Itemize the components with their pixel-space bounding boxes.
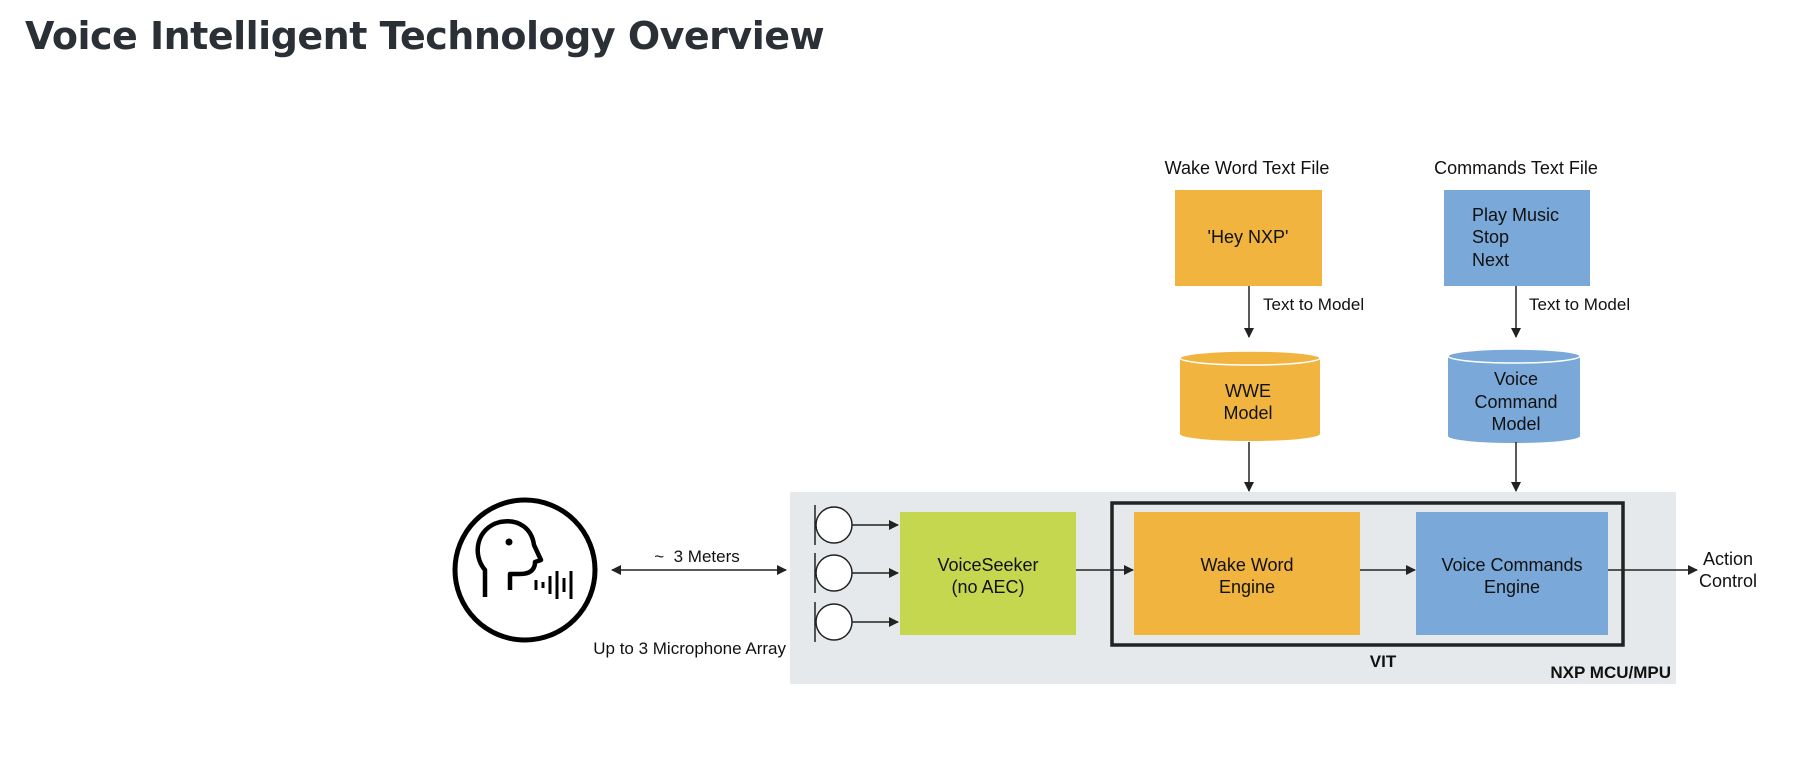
vit-label: VIT	[1370, 652, 1397, 671]
svg-text:Next: Next	[1472, 250, 1509, 270]
commands-file-block: Play Music Stop Next	[1444, 190, 1590, 286]
svg-text:Play Music: Play Music	[1472, 205, 1559, 225]
commands-file-caption: Commands Text File	[1434, 158, 1598, 178]
wake-word-engine-block: Wake Word Engine	[1134, 512, 1360, 635]
action-control-label-2: Control	[1699, 571, 1757, 591]
svg-text:VoiceSeeker: VoiceSeeker	[937, 555, 1038, 575]
commands-arrow-label: Text to Model	[1529, 295, 1630, 314]
svg-text:Model: Model	[1491, 414, 1540, 434]
microphone-icon	[814, 602, 853, 642]
voiceseeker-block: VoiceSeeker (no AEC)	[900, 512, 1076, 635]
svg-text:(no AEC): (no AEC)	[951, 577, 1024, 597]
action-control-label: Action	[1703, 549, 1753, 569]
page-title: Voice Intelligent Technology Overview	[25, 14, 825, 58]
wake-word-arrow-label: Text to Model	[1263, 295, 1364, 314]
svg-text:Stop: Stop	[1472, 227, 1509, 247]
wwe-model-cylinder: WWE Model	[1179, 350, 1321, 441]
svg-text:Engine: Engine	[1219, 577, 1275, 597]
distance-label: ~ 3 Meters	[654, 547, 740, 566]
svg-text:Command: Command	[1474, 392, 1557, 412]
svg-text:Voice Commands: Voice Commands	[1441, 555, 1582, 575]
wake-word-file-caption: Wake Word Text File	[1165, 158, 1330, 178]
svg-text:Wake Word: Wake Word	[1200, 555, 1293, 575]
platform-label: NXP MCU/MPU	[1550, 663, 1671, 682]
svg-text:Voice: Voice	[1494, 369, 1538, 389]
wake-word-file-block: 'Hey NXP'	[1175, 190, 1322, 286]
voice-command-model-cylinder: Voice Command Model	[1447, 348, 1581, 443]
mic-array-label: Up to 3 Microphone Array	[593, 639, 786, 658]
svg-text:Model: Model	[1223, 403, 1272, 423]
speaking-head-icon	[452, 497, 598, 643]
svg-text:Engine: Engine	[1484, 577, 1540, 597]
svg-text:WWE: WWE	[1225, 381, 1271, 401]
vit-boundary	[1110, 501, 1625, 647]
voice-commands-engine-block: Voice Commands Engine	[1416, 512, 1608, 635]
svg-text:'Hey NXP': 'Hey NXP'	[1208, 227, 1289, 247]
